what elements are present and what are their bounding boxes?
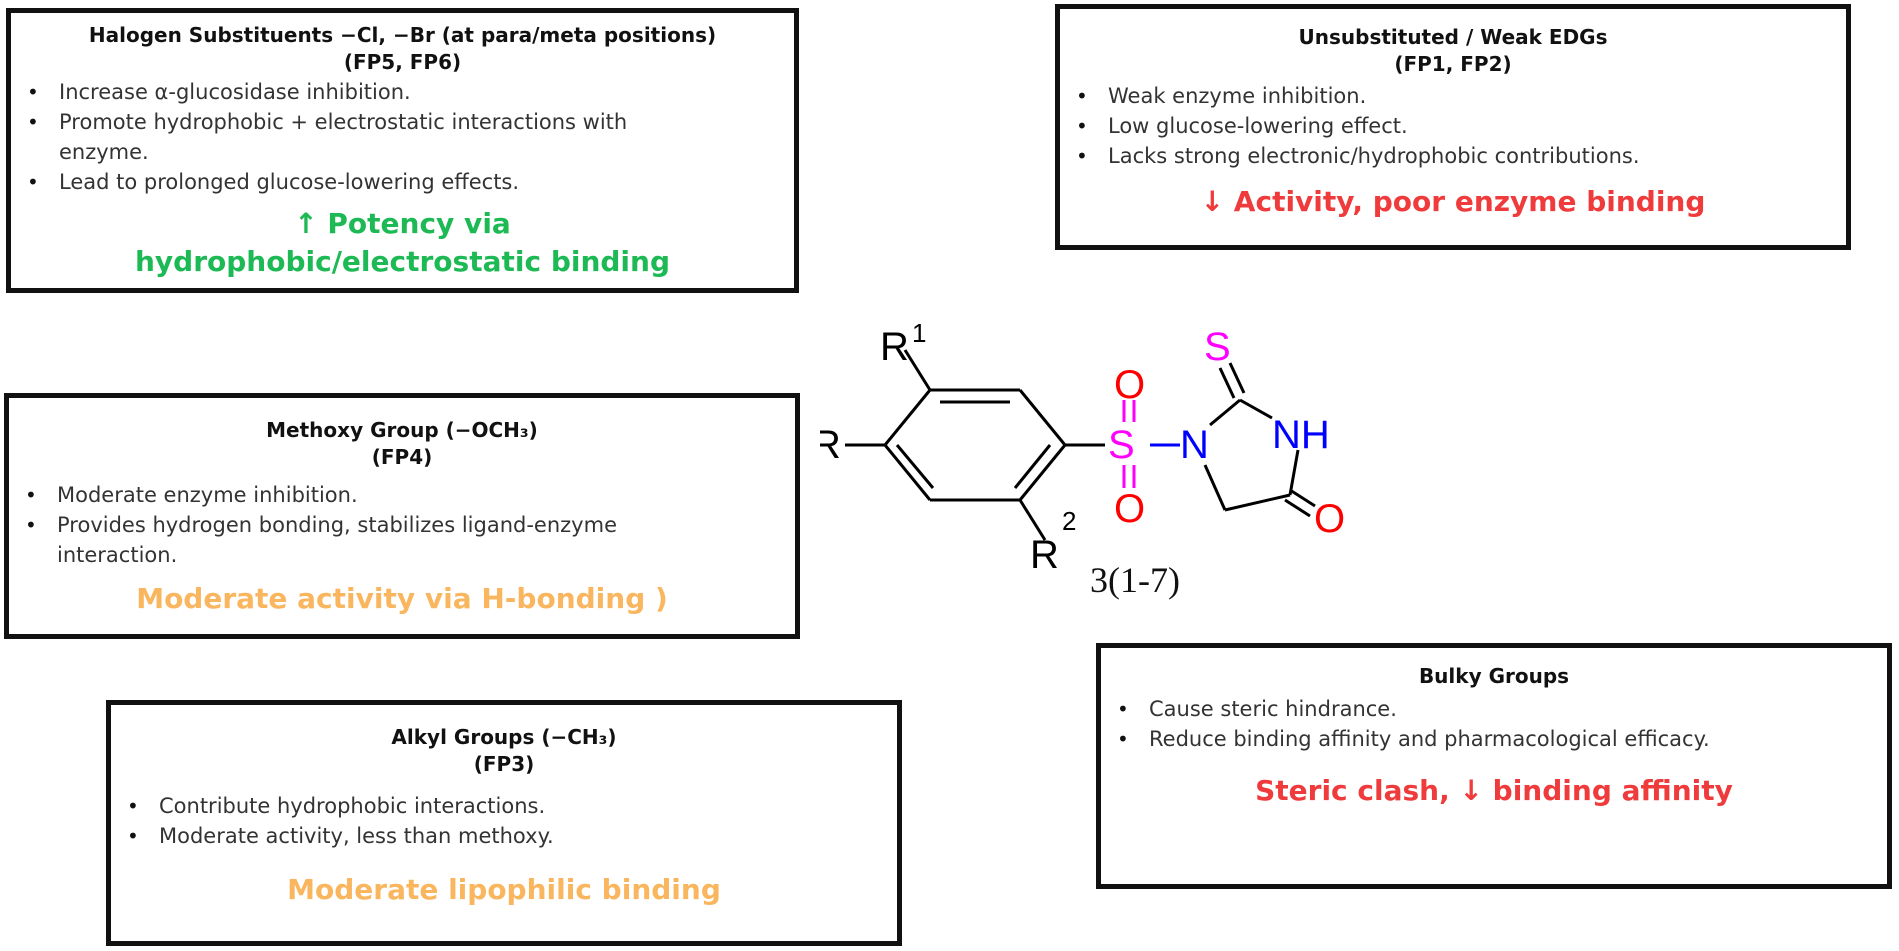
- halogen-title: Halogen Substituents −Cl, −Br (at para/m…: [88, 23, 717, 47]
- cs-double-bond-1: [1218, 367, 1236, 399]
- halogen-bullet-list: Increase α-glucosidase inhibition. Promo…: [21, 77, 741, 197]
- halogen-subtitle: (FP5, FP6): [343, 50, 462, 74]
- compound-structure: R 1 R R 2 S O O N S NH O 3(1-7): [820, 318, 1345, 600]
- sulfonyl-s-atom: S: [1108, 423, 1135, 467]
- alkyl-subtitle: (FP3): [473, 752, 535, 776]
- methoxy-conclusion: Moderate activity via H-bonding ): [136, 582, 668, 615]
- list-item: Contribute hydrophobic interactions.: [121, 791, 887, 821]
- thione-s-atom: S: [1204, 325, 1231, 369]
- r1-label: R: [880, 325, 909, 369]
- methoxy-subtitle: (FP4): [371, 445, 433, 469]
- list-item: Weak enzyme inhibition.: [1070, 81, 1836, 111]
- imidazolidine-ring: [1203, 398, 1300, 512]
- list-item: Moderate enzyme inhibition.: [19, 480, 785, 510]
- list-item: Cause steric hindrance.: [1111, 694, 1877, 724]
- compound-label: 3(1-7): [1090, 560, 1180, 600]
- unsubstituted-bullet-list: Weak enzyme inhibition. Low glucose-lowe…: [1070, 81, 1836, 171]
- list-item: Lacks strong electronic/hydrophobic cont…: [1070, 141, 1836, 171]
- r-label: R: [820, 423, 841, 467]
- halogen-conclusion-line1: ↑ Potency via: [294, 207, 511, 240]
- co-double-bond-2: [1284, 498, 1311, 518]
- unsubstituted-subtitle: (FP1, FP2): [1394, 52, 1512, 76]
- r2-label: R: [1030, 533, 1059, 577]
- r1-superscript: 1: [912, 318, 926, 348]
- alkyl-title: Alkyl Groups (−CH₃): [391, 725, 617, 749]
- list-item: Promote hydrophobic + electrostatic inte…: [21, 107, 699, 167]
- sulfonyl-o-top: O: [1114, 363, 1145, 407]
- bulky-groups-box: Bulky Groups Cause steric hindrance. Red…: [1096, 643, 1892, 889]
- list-item: Low glucose-lowering effect.: [1070, 111, 1836, 141]
- ring-nh-atom: NH: [1272, 413, 1330, 457]
- methoxy-group-box: Methoxy Group (−OCH₃) (FP4) Moderate enz…: [4, 393, 800, 639]
- alkyl-groups-box: Alkyl Groups (−CH₃) (FP3) Contribute hyd…: [106, 700, 902, 946]
- unsubstituted-title: Unsubstituted / Weak EDGs: [1298, 25, 1608, 49]
- bulky-bullet-list: Cause steric hindrance. Reduce binding a…: [1111, 694, 1877, 754]
- methoxy-title: Methoxy Group (−OCH₃): [266, 418, 538, 442]
- cs-double-bond-2: [1228, 362, 1246, 394]
- ring-n-atom: N: [1180, 423, 1209, 467]
- list-item: Provides hydrogen bonding, stabilizes li…: [19, 510, 677, 570]
- benzene-ring: [883, 388, 1067, 502]
- list-item: Increase α-glucosidase inhibition.: [21, 77, 741, 107]
- carbonyl-o-atom: O: [1314, 497, 1345, 541]
- substituent-bonds: [845, 349, 1105, 541]
- alkyl-bullet-list: Contribute hydrophobic interactions. Mod…: [121, 791, 887, 851]
- alkyl-conclusion: Moderate lipophilic binding: [287, 873, 721, 906]
- r2-superscript: 2: [1062, 506, 1076, 536]
- sulfonyl-o-bottom: O: [1114, 487, 1145, 531]
- unsubstituted-conclusion: ↓ Activity, poor enzyme binding: [1200, 185, 1706, 218]
- list-item: Reduce binding affinity and pharmacologi…: [1111, 724, 1769, 754]
- list-item: Lead to prolonged glucose-lowering effec…: [21, 167, 741, 197]
- unsubstituted-box: Unsubstituted / Weak EDGs (FP1, FP2) Wea…: [1055, 4, 1851, 250]
- bulky-title: Bulky Groups: [1418, 664, 1570, 688]
- co-double-bond-1: [1289, 488, 1316, 508]
- halogen-substituents-box: Halogen Substituents −Cl, −Br (at para/m…: [6, 8, 799, 293]
- list-item: Moderate activity, less than methoxy.: [121, 821, 887, 851]
- bulky-conclusion: Steric clash, ↓ binding affinity: [1255, 774, 1733, 807]
- halogen-conclusion-line2: hydrophobic/electrostatic binding: [134, 245, 671, 278]
- methoxy-bullet-list: Moderate enzyme inhibition. Provides hyd…: [19, 480, 785, 570]
